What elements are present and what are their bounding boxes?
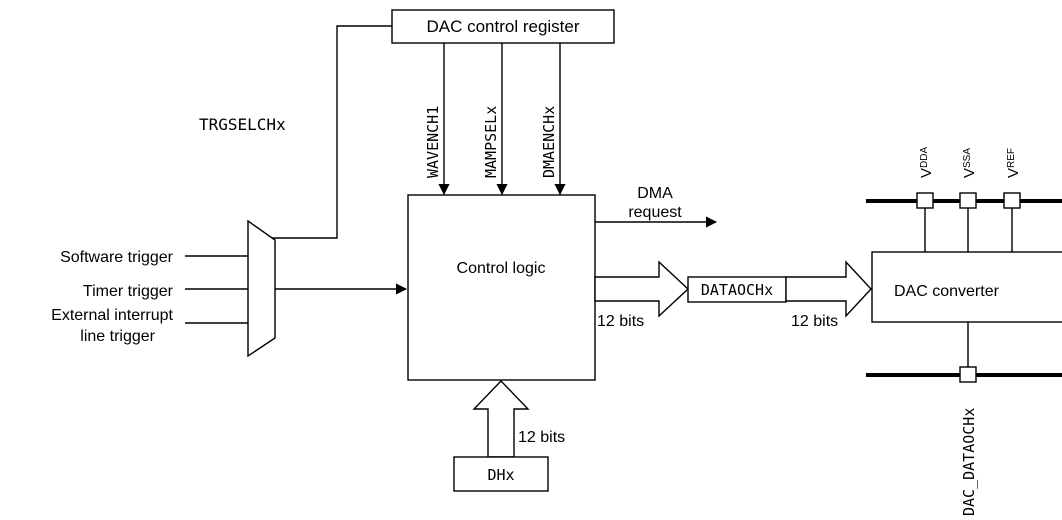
bus-width-out-label: 12 bits — [597, 313, 644, 330]
control-logic-label: Control logic — [457, 260, 546, 277]
dac-output-pin — [959, 366, 977, 383]
vref-pin — [1003, 192, 1021, 209]
timer-trigger-label: Timer trigger — [83, 283, 174, 300]
vdda-label: VDDA — [918, 147, 935, 178]
vref-label: VREF — [1005, 148, 1022, 178]
trigger-multiplexer — [247, 219, 276, 358]
vssa-pin — [959, 192, 977, 209]
trgselchx-label: TRGSELCHx — [199, 115, 286, 134]
dhx-label: DHx — [487, 466, 514, 484]
dma-request-label-line1: DMA — [637, 185, 673, 202]
trgselchx-line — [265, 25, 392, 239]
bus-arrow-to-converter — [785, 260, 872, 318]
vssa-label: VSSA — [961, 148, 978, 178]
dataochx-label: DATAOCHx — [701, 281, 773, 299]
dac-control-register-label: DAC control register — [426, 17, 579, 36]
dataochx-register-box — [687, 276, 787, 303]
bus-arrow-to-dataochx — [594, 260, 690, 318]
bus-arrow-from-dhx — [472, 379, 530, 458]
software-trigger-label: Software trigger — [60, 249, 174, 266]
dac-converter-block — [871, 251, 1062, 323]
external-trigger-label-line1: External interrupt — [51, 307, 173, 324]
bus-width-conv-label: 12 bits — [791, 313, 838, 330]
dmaenchx-label: DMAENCHx — [540, 106, 558, 178]
mampselx-label: MAMPSELx — [482, 106, 500, 178]
dhx-register-box — [453, 456, 549, 492]
bus-width-in-label: 12 bits — [518, 429, 565, 446]
wavench1-label: WAVENCH1 — [424, 106, 442, 178]
dac-converter-label: DAC converter — [894, 283, 1000, 300]
dac-dataochx-label: DAC_DATAOCHx — [960, 408, 978, 516]
control-logic-block — [407, 194, 596, 381]
dma-request-label-line2: request — [628, 204, 682, 221]
external-trigger-label-line2: line trigger — [80, 328, 155, 345]
vdda-pin — [916, 192, 934, 209]
